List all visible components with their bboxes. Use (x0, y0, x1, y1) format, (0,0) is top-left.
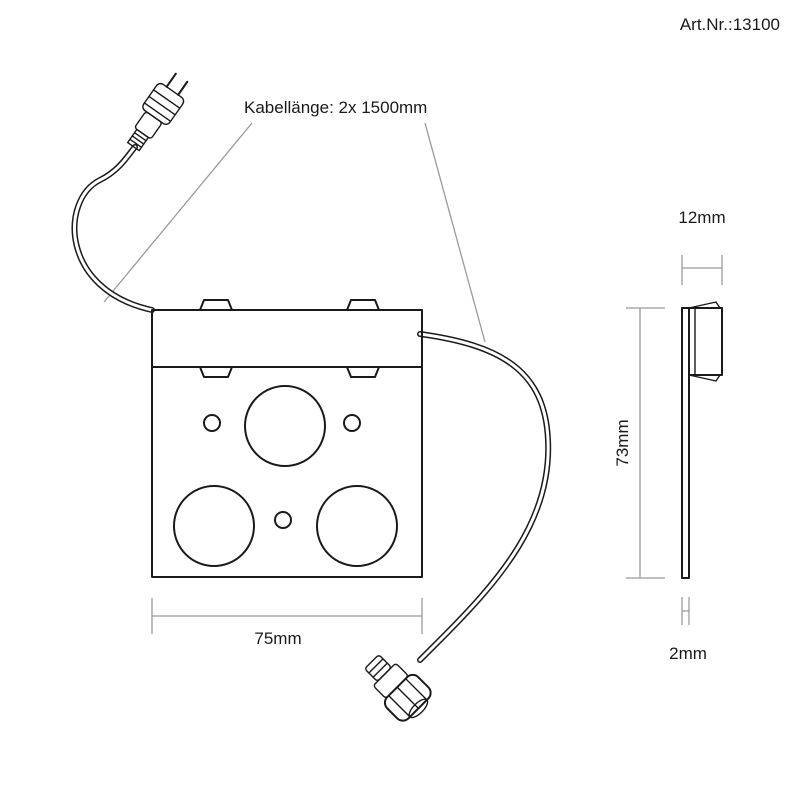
width-dimension: 75mm (151, 598, 423, 648)
mounting-plate (151, 366, 423, 578)
article-number: Art.Nr.:13100 (680, 15, 780, 34)
housing-bar (151, 309, 423, 368)
cable-length-label: Kabellänge: 2x 1500mm (244, 98, 427, 117)
cable-length-leaders (103, 122, 486, 343)
screw-hole (203, 414, 221, 432)
socket-hole-right (316, 485, 398, 567)
screw-hole (274, 511, 292, 529)
depth-dimension: 12mm (678, 208, 726, 285)
height-label: 73mm (613, 419, 632, 466)
socket-hole-left (173, 485, 255, 567)
width-label: 75mm (254, 629, 301, 648)
round-connector (365, 655, 432, 722)
side-housing (688, 307, 723, 376)
left-cable (71, 144, 155, 313)
screw-hole (343, 414, 361, 432)
thickness-label: 2mm (669, 644, 707, 663)
thickness-dimension: 2mm (669, 597, 707, 663)
side-plate (681, 307, 690, 579)
height-dimension: 73mm (613, 307, 665, 579)
depth-label: 12mm (678, 208, 725, 227)
socket-plate-front-view (151, 299, 423, 578)
side-view (681, 301, 723, 579)
plug-connector (126, 72, 189, 152)
right-cable (417, 331, 552, 663)
socket-hole-top (244, 385, 326, 467)
